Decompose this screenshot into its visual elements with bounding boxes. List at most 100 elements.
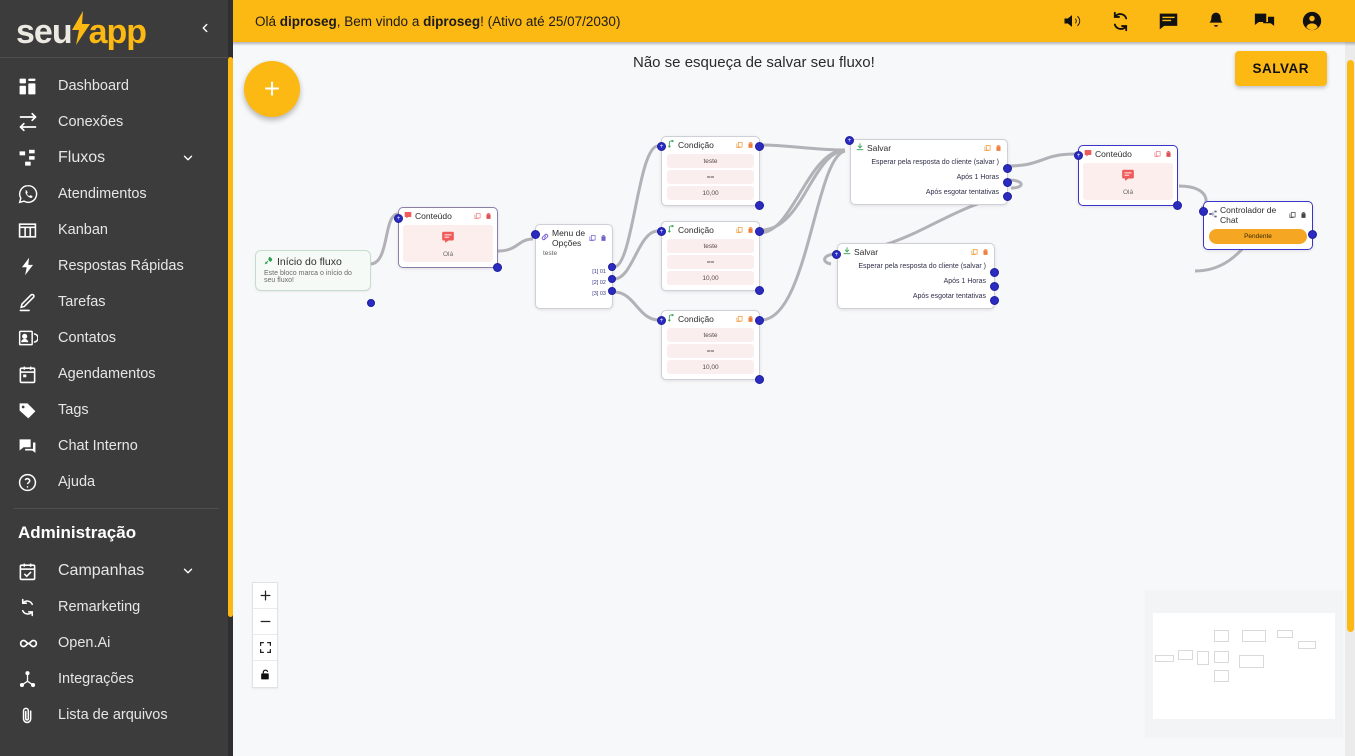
sidebar-item-integracoes[interactable]: Integrações — [0, 661, 233, 697]
chevron-down-icon[interactable] — [181, 151, 195, 165]
input-handle[interactable]: + — [657, 227, 666, 236]
sidebar-item-tarefas[interactable]: Tarefas — [0, 284, 233, 320]
sidebar-item-campanhas[interactable]: Campanhas — [0, 553, 233, 589]
output-handle-false[interactable] — [755, 286, 764, 295]
sidebar-item-lista-arquivos[interactable]: Lista de arquivos — [0, 697, 233, 733]
output-handle[interactable] — [1308, 230, 1317, 239]
sidebar-item-conexoes[interactable]: Conexões — [0, 104, 233, 140]
input-handle[interactable]: + — [1074, 151, 1083, 160]
menu-option-item[interactable]: [2] 02 — [592, 280, 606, 286]
bell-icon[interactable] — [1205, 10, 1227, 32]
condition-field[interactable]: teste — [667, 154, 754, 168]
condition-operator[interactable]: == — [667, 170, 754, 184]
volume-icon[interactable] — [1061, 10, 1083, 32]
minimap[interactable] — [1145, 590, 1343, 738]
sidebar-item-agendamentos[interactable]: Agendamentos — [0, 356, 233, 392]
fit-view-control[interactable] — [253, 635, 277, 661]
copy-icon[interactable] — [736, 226, 743, 234]
trash-icon[interactable] — [995, 144, 1002, 152]
copy-icon[interactable] — [589, 234, 596, 242]
output-handle[interactable] — [367, 299, 375, 307]
copy-icon[interactable] — [1289, 211, 1296, 219]
output-handle-option-3[interactable] — [608, 287, 616, 295]
output-handle-after-hours[interactable] — [1003, 178, 1012, 187]
canvas-scrollbar-track[interactable] — [1345, 42, 1355, 756]
output-handle-after-hours[interactable] — [990, 282, 999, 291]
node-conteudo-2[interactable]: Conteúdo Olá + — [1074, 145, 1182, 210]
condition-field[interactable]: teste — [667, 328, 754, 342]
node-condicao-1[interactable]: Condição teste == 10,00 + — [657, 136, 764, 210]
sidebar-item-tags[interactable]: Tags — [0, 392, 233, 428]
output-handle-after-attempts[interactable] — [1003, 192, 1012, 201]
menu-option-item[interactable]: [3] 03 — [592, 291, 606, 297]
trash-icon[interactable] — [982, 248, 989, 256]
trash-icon[interactable] — [1165, 150, 1172, 158]
output-handle-false[interactable] — [755, 375, 764, 384]
condition-value[interactable]: 10,00 — [667, 360, 754, 374]
output-handle[interactable] — [1173, 201, 1182, 210]
sidebar-item-kanban[interactable]: Kanban — [0, 212, 233, 248]
canvas-scrollbar-thumb[interactable] — [1347, 60, 1354, 632]
sidebar-item-ajuda[interactable]: Ajuda — [0, 464, 233, 500]
node-salvar-1[interactable]: Salvar Esperar pela resposta do cliente … — [845, 136, 1012, 205]
sidebar-item-fluxos[interactable]: Fluxos — [0, 140, 233, 176]
sidebar-item-atendimentos[interactable]: Atendimentos — [0, 176, 233, 212]
chat-icon[interactable] — [1157, 10, 1179, 32]
condition-operator[interactable]: == — [667, 255, 754, 269]
menu-option-item[interactable]: [1] 01 — [592, 269, 606, 275]
save-button[interactable]: SALVAR — [1234, 51, 1327, 86]
sidebar-item-contatos[interactable]: Contatos — [0, 320, 233, 356]
node-inicio-do-fluxo[interactable]: Início do fluxo Este bloco marca o iníci… — [255, 250, 375, 307]
sidebar-item-openai[interactable]: Open.Ai — [0, 625, 233, 661]
trash-icon[interactable] — [747, 315, 754, 323]
input-handle[interactable] — [531, 230, 540, 239]
copy-icon[interactable] — [736, 315, 743, 323]
sync-icon[interactable] — [1109, 10, 1131, 32]
output-handle-wait-response[interactable] — [990, 268, 999, 277]
input-handle[interactable]: + — [832, 250, 841, 259]
output-handle-after-attempts[interactable] — [990, 296, 999, 305]
copy-icon[interactable] — [736, 141, 743, 149]
trash-icon[interactable] — [485, 212, 492, 220]
copy-icon[interactable] — [1154, 150, 1161, 158]
condition-operator[interactable]: == — [667, 344, 754, 358]
condition-value[interactable]: 10,00 — [667, 186, 754, 200]
output-handle-wait-response[interactable] — [1003, 164, 1012, 173]
flow-canvas[interactable]: + Não se esqueça de salvar seu fluxo! SA… — [233, 42, 1355, 756]
node-menu-de-opcoes[interactable]: Menu de Opções teste [1] 01 [2] 02 [3] 0 — [531, 224, 616, 309]
zoom-in-control[interactable] — [253, 583, 277, 609]
node-condicao-3[interactable]: Condição teste == 10,00 + — [657, 310, 764, 384]
output-handle-true[interactable] — [755, 227, 764, 236]
account-circle-icon[interactable] — [1301, 10, 1323, 32]
trash-icon[interactable] — [747, 141, 754, 149]
sidebar-scrollbar-thumb[interactable] — [228, 57, 233, 617]
forum-icon[interactable] — [1253, 10, 1275, 32]
output-handle-false[interactable] — [755, 201, 764, 210]
node-controlador-de-chat[interactable]: Controlador de Chat Pendente — [1199, 201, 1317, 250]
input-handle[interactable]: + — [845, 136, 854, 145]
output-handle-true[interactable] — [755, 316, 764, 325]
copy-icon[interactable] — [474, 212, 481, 220]
sidebar-item-dashboard[interactable]: Dashboard — [0, 68, 233, 104]
lock-control[interactable] — [253, 661, 277, 687]
node-conteudo-1[interactable]: Conteúdo Olá + — [394, 207, 502, 272]
input-handle[interactable]: + — [657, 316, 666, 325]
input-handle[interactable]: + — [657, 142, 666, 151]
trash-icon[interactable] — [1300, 211, 1307, 219]
output-handle-option-2[interactable] — [608, 275, 616, 283]
chevron-left-icon[interactable] — [195, 18, 215, 38]
node-condicao-2[interactable]: Condição teste == 10,00 + — [657, 221, 764, 295]
output-handle-option-1[interactable] — [608, 263, 616, 271]
sidebar-item-respostas-rapidas[interactable]: Respostas Rápidas — [0, 248, 233, 284]
copy-icon[interactable] — [984, 144, 991, 152]
node-salvar-2[interactable]: Salvar Esperar pela resposta do cliente … — [832, 243, 999, 309]
input-handle[interactable] — [1199, 207, 1208, 216]
copy-icon[interactable] — [971, 248, 978, 256]
condition-field[interactable]: teste — [667, 239, 754, 253]
output-handle[interactable] — [493, 263, 502, 272]
zoom-out-control[interactable] — [253, 609, 277, 635]
sidebar-item-chat-interno[interactable]: Chat Interno — [0, 428, 233, 464]
condition-value[interactable]: 10,00 — [667, 271, 754, 285]
input-handle[interactable]: + — [394, 214, 403, 223]
output-handle-true[interactable] — [755, 142, 764, 151]
